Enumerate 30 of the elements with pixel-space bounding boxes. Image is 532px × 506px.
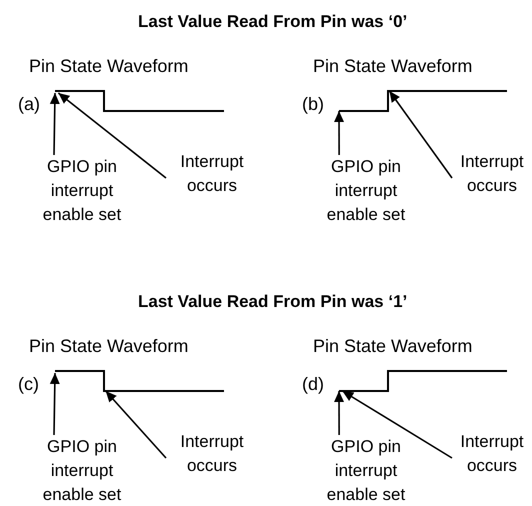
panel-letter: Pin State Waveform xyxy=(29,57,188,75)
leader-arrow xyxy=(334,391,344,435)
pin-waveform-drawing xyxy=(55,371,224,391)
callout-text: Interrupt occurs xyxy=(179,151,245,197)
callout-text: GPIO pin interrupt enable set xyxy=(326,436,406,506)
pin-waveform-drawing xyxy=(339,91,507,111)
waveform-title: Pin State Waveform xyxy=(313,57,472,75)
callout-text: GPIO pin interrupt enable set xyxy=(42,436,122,506)
panel-letter: (a) xyxy=(18,95,40,113)
pin-waveform-drawing xyxy=(339,371,507,391)
leader-arrow xyxy=(50,372,60,436)
pin-waveform-drawing xyxy=(55,91,224,111)
leader-arrow xyxy=(342,390,452,459)
leader-arrow xyxy=(58,92,166,179)
leader-arrow xyxy=(388,90,453,178)
callout-text: GPIO pin interrupt enable set xyxy=(326,156,406,226)
panel-letter: (c) xyxy=(18,375,39,393)
panel-letter: Pin State Waveform xyxy=(29,337,188,355)
leader-arrow xyxy=(334,111,344,155)
leader-arrow xyxy=(50,92,60,156)
section-heading: Last Value Read From Pin was ‘1’ xyxy=(138,293,408,310)
callout-text: Interrupt occurs xyxy=(459,151,525,197)
callout-text: Interrupt occurs xyxy=(459,431,525,477)
leader-arrow xyxy=(105,390,167,459)
callout-text: GPIO pin interrupt enable set xyxy=(42,156,122,226)
waveform-title: Pin State Waveform xyxy=(313,337,472,355)
section-heading: Last Value Read From Pin was ‘0’ xyxy=(138,13,408,30)
callout-text: Interrupt occurs xyxy=(179,431,245,477)
panel-letter: (d) xyxy=(302,375,324,393)
panel-letter: (b) xyxy=(302,95,324,113)
